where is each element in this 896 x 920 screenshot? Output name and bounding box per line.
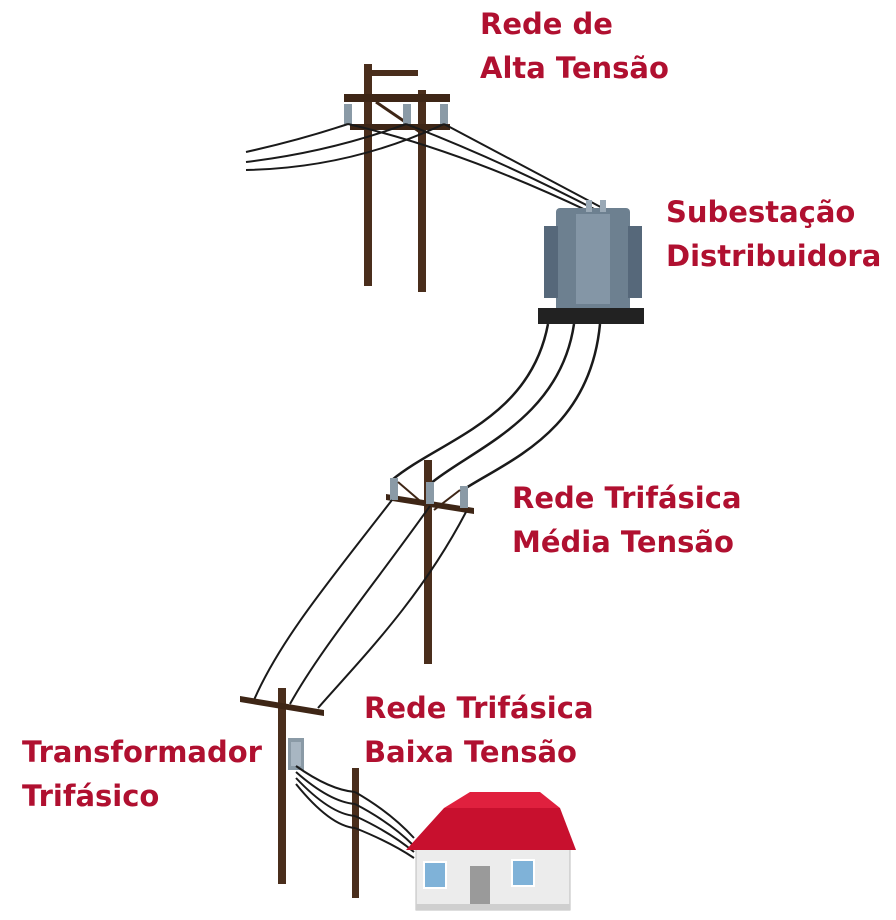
substation-transformer-icon (538, 200, 644, 324)
substation-label-line1: Subestação (666, 195, 856, 229)
low-voltage-label-line2: Baixa Tensão (364, 735, 577, 769)
medium-to-low-cables (253, 499, 467, 709)
medium-voltage-pole-icon (386, 460, 474, 664)
transformer-pole-icon (240, 688, 324, 884)
high-voltage-cables (245, 123, 611, 213)
transformer-label-line2: Trifásico (22, 779, 160, 813)
low-voltage-label-line1: Rede Trifásica (364, 691, 594, 725)
high-voltage-network-label: Rede de Alta Tensão (480, 2, 669, 90)
service-pole-icon (352, 768, 359, 898)
transformer-label: Transformador Trifásico (22, 730, 262, 818)
high-voltage-label-line1: Rede de (480, 7, 613, 41)
low-voltage-network-label: Rede Trifásica Baixa Tensão (364, 686, 594, 774)
house-icon (406, 792, 576, 911)
medium-voltage-network-label: Rede Trifásica Média Tensão (512, 476, 742, 564)
substation-label-line2: Distribuidora (666, 239, 882, 273)
medium-voltage-feed-cables (391, 323, 602, 490)
transformer-label-line1: Transformador (22, 735, 262, 769)
substation-label: Subestação Distribuidora (666, 190, 881, 278)
medium-voltage-label-line1: Rede Trifásica (512, 481, 742, 515)
high-voltage-label-line2: Alta Tensão (480, 51, 669, 85)
medium-voltage-label-line2: Média Tensão (512, 525, 734, 559)
high-voltage-tower-icon (344, 64, 450, 292)
